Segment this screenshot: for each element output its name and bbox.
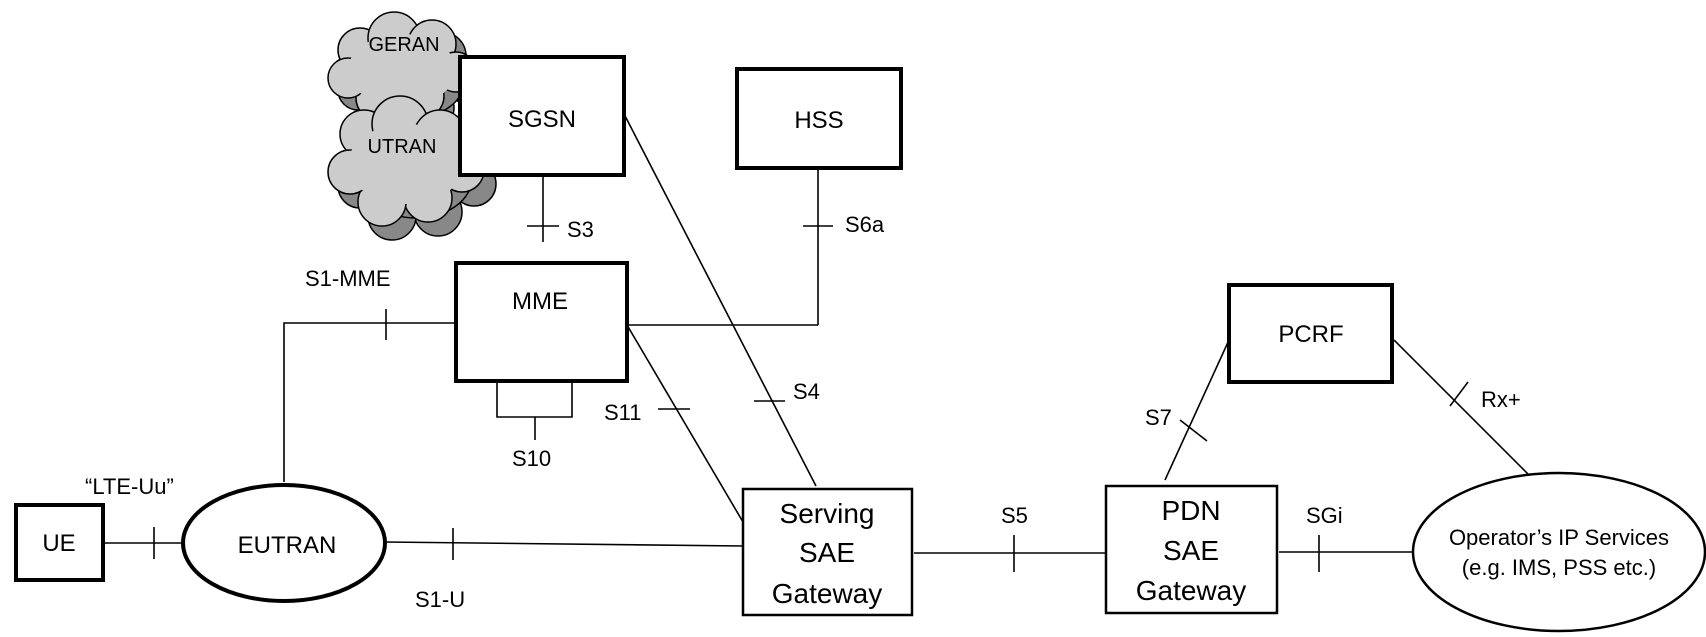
pdn-gw-label-line2: SAE [1163, 535, 1219, 566]
pcrf-node: PCRF [1227, 283, 1394, 384]
geran-label: GERAN [368, 34, 439, 56]
lte-uu-label: “LTE-Uu” [85, 474, 174, 499]
pdn-gw-box [1104, 484, 1279, 615]
s7-label: S7 [1145, 405, 1172, 430]
operator-label-line2: (e.g. IMS, PSS etc.) [1462, 555, 1656, 580]
s7-tick [1179, 419, 1208, 442]
mme-serving-gw-link [626, 324, 744, 523]
eutran-node: EUTRAN [181, 483, 387, 603]
s4-label: S4 [793, 379, 820, 404]
s3-label: S3 [567, 217, 594, 242]
connection-lines [105, 109, 1533, 554]
s11-label: S11 [604, 400, 642, 425]
utran-cloud-core [348, 124, 464, 204]
pcrf-label: PCRF [1278, 321, 1343, 348]
pdn-gw-label-line3: Gateway [1136, 575, 1247, 606]
utran-cloud: UTRAN [327, 95, 497, 241]
sgsn-node: SGSN [458, 55, 626, 177]
operator-ellipse [1411, 471, 1706, 633]
pcrf-operator-link [1393, 339, 1533, 479]
s1-mme-link [283, 322, 458, 482]
interface-labels: S3 S6a S1-MME S10 S11 S4 S7 Rx+ “LTE-Uu”… [85, 212, 1521, 612]
mme-box [454, 261, 629, 383]
hss-label: HSS [794, 107, 843, 134]
ue-label: UE [42, 530, 75, 557]
serving-gw-box [741, 487, 914, 617]
s1-u-label: S1-U [415, 587, 465, 612]
pcrf-box [1227, 283, 1394, 384]
operator-label-line1: Operator’s IP Services [1449, 525, 1669, 550]
sgi-label: SGi [1306, 503, 1343, 528]
hss-node: HSS [735, 67, 903, 170]
rx-label: Rx+ [1481, 387, 1521, 412]
s1-mme-label: S1-MME [305, 266, 391, 291]
hss-box [735, 67, 903, 170]
rx-tick [1449, 381, 1469, 407]
serving-gw-label-line2: SAE [799, 537, 855, 568]
s5-label: S5 [1001, 503, 1028, 528]
eutran-serving-gw-link [384, 541, 744, 547]
s10-label: S10 [512, 446, 551, 471]
s6a-label: S6a [845, 212, 885, 237]
eutran-ellipse [181, 483, 387, 603]
sgsn-box [458, 55, 626, 177]
mme-label: MME [512, 288, 568, 315]
interface-ticks [153, 225, 1469, 572]
pdn-gw-node: PDN SAE Gateway [1104, 484, 1279, 615]
serving-gw-node: Serving SAE Gateway [741, 487, 914, 617]
pcrf-pdn-gw-link [1164, 339, 1230, 481]
utran-label: UTRAN [368, 136, 437, 158]
geran-cloud-core [348, 34, 456, 106]
sgsn-label: SGSN [508, 106, 576, 133]
operator-node: Operator’s IP Services (e.g. IMS, PSS et… [1411, 471, 1706, 633]
pdn-gw-label-line1: PDN [1161, 495, 1220, 526]
eutran-label: EUTRAN [238, 532, 337, 559]
serving-gw-label-line1: Serving [780, 498, 875, 529]
serving-gw-label-line3: Gateway [772, 578, 883, 609]
sgsn-serving-gw-link [621, 109, 817, 487]
s10-loop [496, 381, 573, 418]
mme-node: MME [454, 261, 629, 383]
ue-node: UE [14, 503, 105, 582]
ue-box [14, 503, 105, 582]
